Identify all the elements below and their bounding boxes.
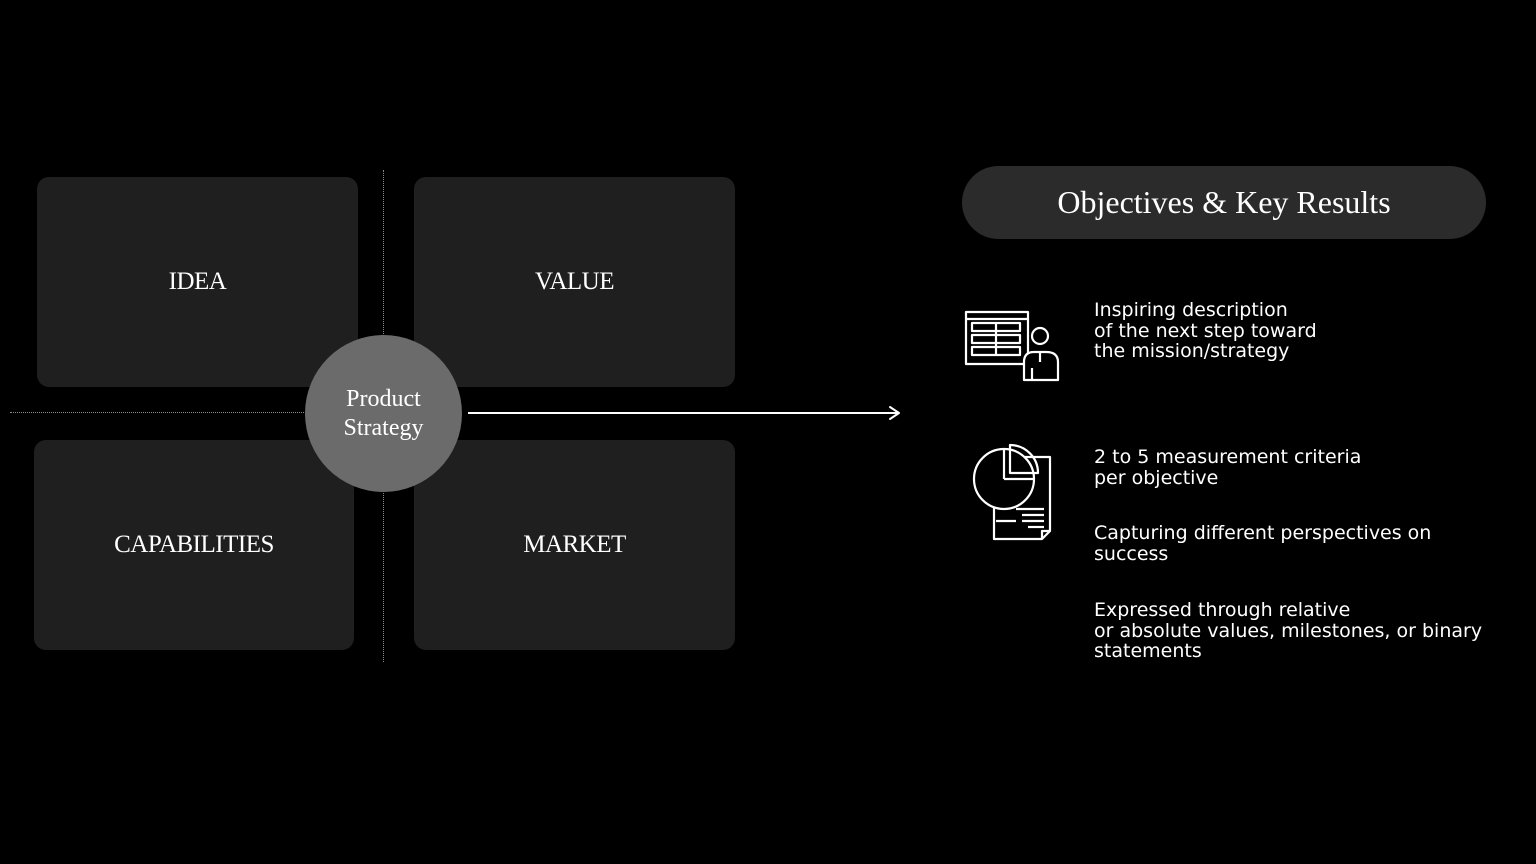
quadrant-value: VALUE	[414, 177, 735, 387]
quadrant-value-label: VALUE	[535, 268, 614, 295]
horizontal-divider	[10, 412, 310, 413]
quadrant-market: MARKET	[414, 440, 735, 650]
pie-chart-document-icon	[972, 443, 1052, 541]
quadrant-capabilities-label: CAPABILITIES	[114, 531, 274, 558]
quadrant-market-label: MARKET	[523, 531, 626, 558]
hub-label-line-1: Product	[346, 385, 421, 412]
quadrant-idea-label: IDEA	[168, 268, 227, 295]
arrow-right-connector	[468, 406, 900, 420]
presentation-board-person-icon	[964, 310, 1060, 382]
hub-label-line-2: Strategy	[343, 414, 424, 441]
okr-title-pill: Objectives & Key Results	[962, 166, 1486, 239]
quadrant-capabilities: CAPABILITIES	[34, 440, 354, 650]
key-result-text: Expressed through relative or absolute v…	[1094, 599, 1483, 662]
product-strategy-hub: Product Strategy	[305, 335, 462, 492]
key-result-text: 2 to 5 measurement criteria per objectiv…	[1094, 446, 1362, 489]
quadrant-idea: IDEA	[37, 177, 358, 387]
okr-title: Objectives & Key Results	[1057, 184, 1391, 220]
key-result-text: Capturing different perspectives on succ…	[1094, 522, 1432, 565]
objective-description: Inspiring description of the next step t…	[1094, 299, 1317, 362]
